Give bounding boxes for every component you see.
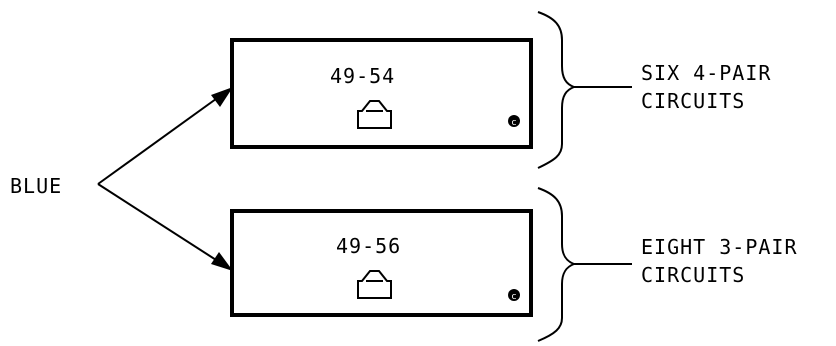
brace-bottom [537, 187, 577, 342]
jack-icon [357, 100, 392, 129]
copyright-icon [508, 115, 520, 127]
brace-top [537, 11, 577, 169]
source-label-blue: BLUE [10, 174, 62, 198]
svg-text:c: c [512, 118, 517, 128]
arrow-to-top-module [97, 87, 233, 185]
circuit-label-top-line1: SIX 4-PAIR [641, 61, 771, 85]
circuit-label-bottom-line2: CIRCUITS [641, 263, 745, 287]
module-top-number: 49-54 [330, 64, 395, 88]
svg-text:c: c [512, 292, 517, 302]
module-top-box [230, 38, 533, 149]
module-bottom-number: 49-56 [336, 234, 401, 258]
arrow-to-bottom-module [97, 183, 233, 271]
module-bottom: 49-56 c [230, 209, 533, 317]
circuit-label-top-line2: CIRCUITS [641, 89, 745, 113]
module-top: 49-54 c [230, 38, 533, 149]
copyright-icon [508, 289, 520, 301]
jack-icon [357, 270, 392, 299]
circuit-label-bottom-line1: EIGHT 3-PAIR [641, 235, 798, 259]
module-bottom-box [230, 209, 533, 317]
